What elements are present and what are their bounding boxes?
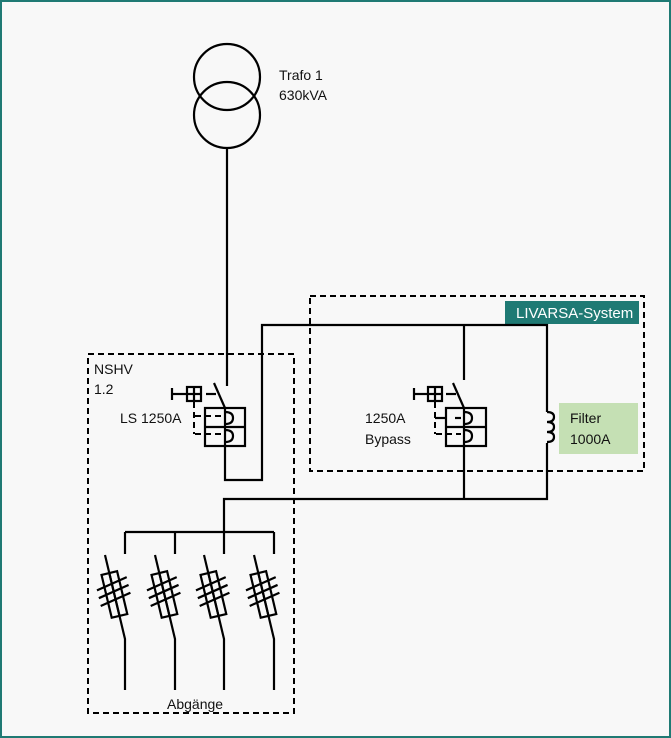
filter-rating: 1000A <box>570 431 611 447</box>
livarsa-area <box>309 295 645 472</box>
transformer-icon <box>192 42 262 150</box>
fuse-switch-icon <box>195 532 230 690</box>
nshv-name: NSHV <box>94 361 134 377</box>
fuse-switch-icon <box>96 532 131 690</box>
fuse-switch-icon <box>146 532 181 690</box>
outgoing-label: Abgänge <box>167 696 223 712</box>
transformer-name: Trafo 1 <box>279 67 323 83</box>
filter-box <box>559 403 638 454</box>
transformer-rating: 630kVA <box>279 87 328 103</box>
inductor-icon <box>546 410 556 444</box>
filter-label: Filter <box>570 410 601 426</box>
livarsa-label: LIVARSA-System <box>516 305 633 322</box>
nshv-number: 1.2 <box>94 381 114 397</box>
nshv-area <box>87 353 295 714</box>
bypass-rating: 1250A <box>365 410 406 426</box>
bypass-label: Bypass <box>365 431 411 447</box>
breaker-label: LS 1250A <box>120 410 182 426</box>
breaker-icon <box>170 382 247 448</box>
bypass-breaker-icon <box>412 382 488 448</box>
livarsa-label-box <box>505 301 639 324</box>
fuse-switch-icon <box>245 532 280 690</box>
wiring <box>125 323 549 534</box>
